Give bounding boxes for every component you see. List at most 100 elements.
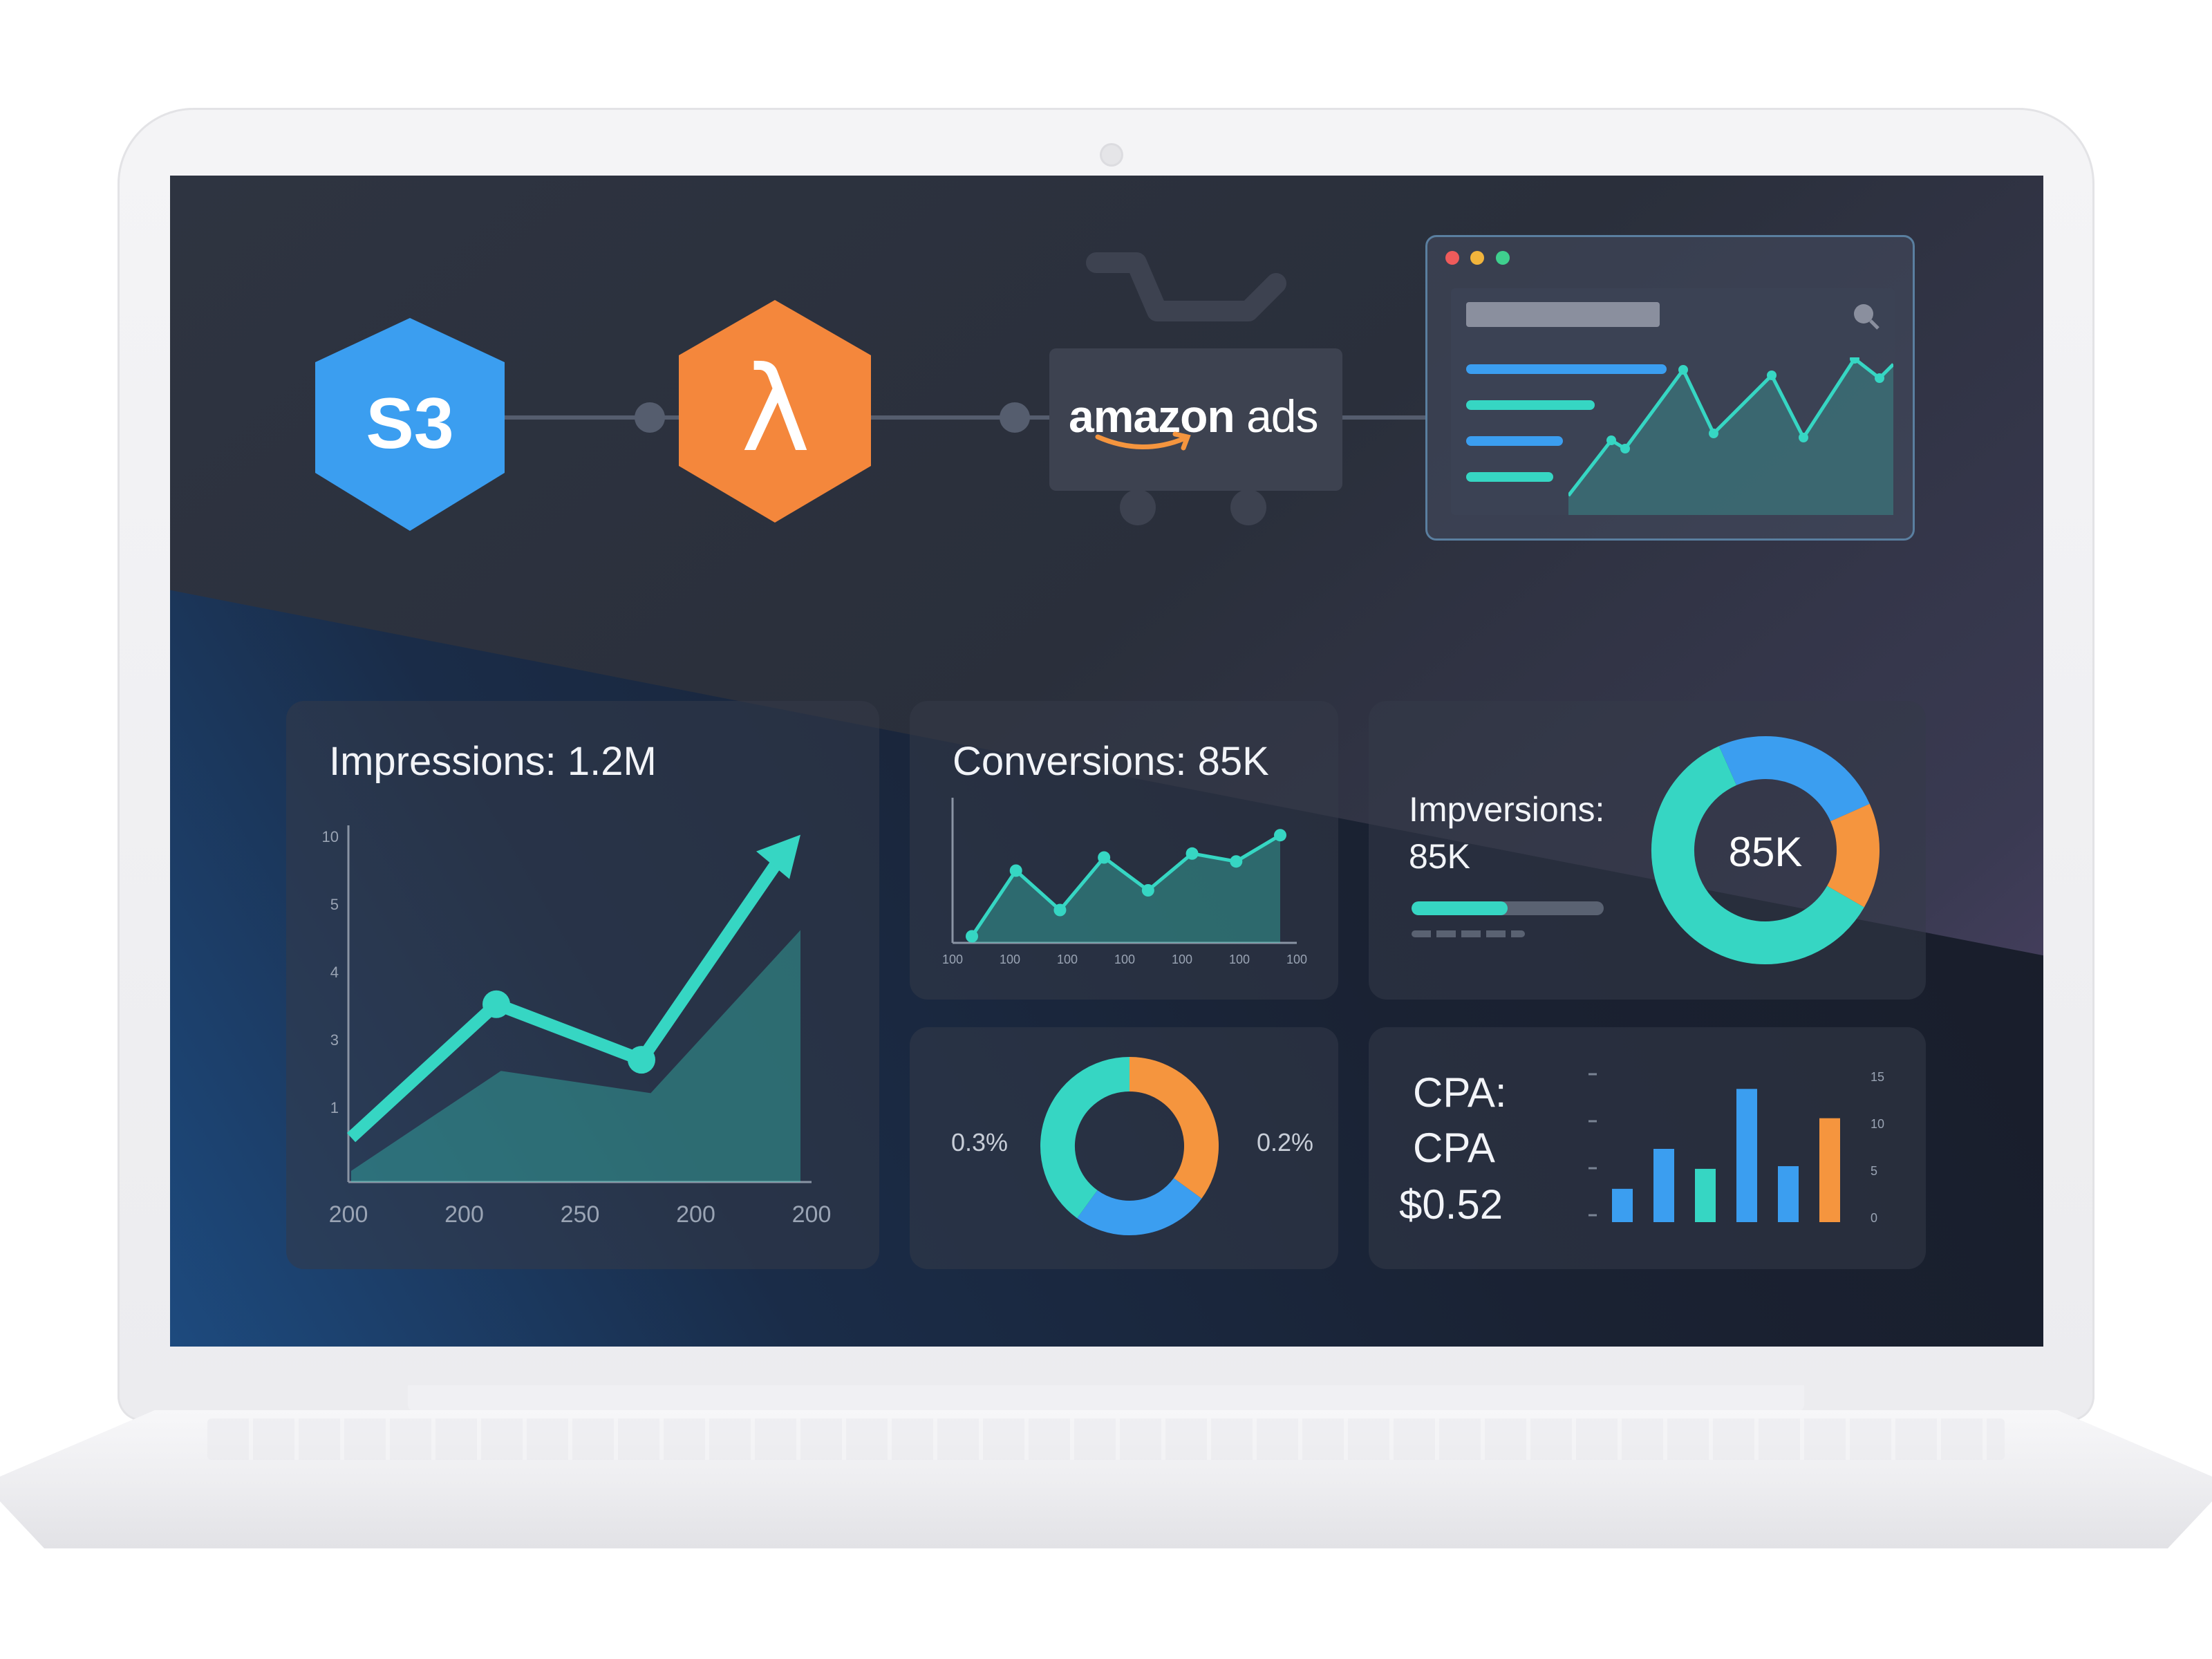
cpa-card[interactable]: CPA: CPA $0.52 0 5 10 15 <box>1369 1027 1926 1269</box>
cpa-bar <box>1695 1168 1716 1222</box>
maximize-dot-icon <box>1495 251 1510 265</box>
rate-left-label: 0.3% <box>951 1128 1009 1156</box>
impressions-area-series <box>351 930 800 1182</box>
impversions-donut-slice <box>1826 803 1880 908</box>
search-icon <box>1854 304 1880 330</box>
impversions-donut-label: 85K <box>1728 829 1803 875</box>
impversions-donut <box>1651 736 1880 964</box>
conversions-card[interactable]: Conversions: 85K 100 100 100 100 100 100 100 <box>910 701 1338 1000</box>
impressions-card[interactable]: Impressions: 1.2M 200 200 250 200 200 1 3 4 5 10 <box>286 701 879 1269</box>
impversions-value: 85K <box>1409 837 1470 876</box>
impressions-point <box>482 990 510 1018</box>
impressions-point <box>628 1046 655 1074</box>
window-controls <box>1445 251 1510 268</box>
content-line <box>1466 472 1553 482</box>
rates-donut-slice <box>1040 1057 1130 1219</box>
webcam <box>1102 145 1121 165</box>
conversions-area <box>972 835 1280 943</box>
cpa-bar <box>1653 1149 1674 1222</box>
rates-donut <box>1040 1057 1219 1235</box>
impversions-progress-track <box>1412 901 1604 915</box>
amazon-brand: amazon <box>1069 391 1235 442</box>
close-dot-icon <box>1445 251 1459 265</box>
conversions-x-tick: 100 <box>1114 953 1135 966</box>
impressions-line-series <box>346 845 792 1143</box>
shopping-cart-icon <box>1086 252 1286 525</box>
conversions-x-tick: 100 <box>1286 953 1307 966</box>
dashboard-screen: S3 λ amazon ads <box>170 176 2043 1347</box>
s3-label: S3 <box>366 384 454 464</box>
cpa-y-tick: 10 <box>1871 1117 1884 1131</box>
conversions-line-series <box>970 834 1282 937</box>
cpa-bar <box>1612 1188 1633 1222</box>
impressions-y-tick: 3 <box>330 1031 339 1049</box>
conversions-point <box>966 930 978 943</box>
browser-content <box>1451 288 1895 515</box>
keyboard <box>207 1418 2005 1460</box>
impressions-x-tick: 200 <box>329 1201 368 1228</box>
impversions-title: Impversions: <box>1409 790 1605 829</box>
rates-donut-slice <box>1129 1057 1219 1199</box>
browser-mini-chart <box>1568 357 1893 515</box>
impressions-y-tick: 10 <box>322 828 339 845</box>
amazon-ads-box[interactable] <box>1049 348 1342 491</box>
laptop-hinge <box>408 1385 1804 1412</box>
pipeline-diagram <box>315 252 1425 531</box>
cpa-bar <box>1778 1166 1799 1222</box>
conversions-title: Conversions: 85K <box>953 739 1269 784</box>
content-line <box>1466 436 1563 446</box>
impversions-donut-slice <box>1651 746 1864 964</box>
conversions-x-tick: 100 <box>1000 953 1020 966</box>
conversions-point <box>1185 847 1199 860</box>
conversions-point <box>1053 903 1067 917</box>
cpa-bar-chart: 0 5 10 15 <box>1588 1070 1884 1225</box>
amazon-suffix: ads <box>1246 391 1318 442</box>
impressions-x-tick: 200 <box>792 1201 832 1228</box>
s3-hexagon-icon[interactable] <box>315 318 505 531</box>
conversions-point <box>1230 855 1243 868</box>
impressions-title: Impressions: 1.2M <box>329 739 657 784</box>
impressions-x-tick: 200 <box>444 1201 484 1228</box>
rates-donut-slice <box>1077 1177 1202 1235</box>
cpa-label: CPA: <box>1413 1069 1507 1116</box>
impressions-y-tick: 1 <box>330 1099 339 1116</box>
content-line <box>1466 364 1667 374</box>
cpa-y-tick: 15 <box>1871 1070 1884 1084</box>
impressions-chart: 200 200 250 200 200 1 3 4 5 10 <box>322 825 832 1228</box>
conversions-x-tick: 100 <box>942 953 963 966</box>
cpa-bar <box>1736 1089 1757 1222</box>
cpa-y-tick: 5 <box>1871 1164 1877 1178</box>
search-bar <box>1466 302 1660 327</box>
connector-dot <box>1000 402 1030 433</box>
amazon-ads-logo: amazon ads <box>1069 390 1331 442</box>
impressions-x-tick: 250 <box>561 1201 600 1228</box>
conversions-point <box>1141 884 1154 897</box>
rate-right-label: 0.2% <box>1257 1128 1314 1156</box>
lambda-hexagon-icon[interactable] <box>679 300 871 523</box>
conversions-chart: 100 100 100 100 100 100 100 <box>942 798 1307 966</box>
cpa-bar <box>1819 1118 1840 1222</box>
impressions-y-tick: 5 <box>330 896 339 913</box>
conversions-x-tick: 100 <box>1057 953 1078 966</box>
impressions-x-tick: 200 <box>676 1201 715 1228</box>
impversions-caption <box>1412 930 1525 937</box>
conversions-x-tick: 100 <box>1229 953 1250 966</box>
conversions-point <box>1009 864 1022 877</box>
cpa-y-tick: 0 <box>1871 1211 1877 1225</box>
rates-card[interactable]: 0.3% 0.2% <box>910 1027 1338 1269</box>
lambda-label: λ <box>740 341 811 478</box>
conversions-point <box>1274 829 1286 842</box>
impversions-progress-fill <box>1412 901 1508 915</box>
conversions-point <box>1098 851 1111 864</box>
impversions-donut-slice <box>1718 736 1870 822</box>
amazon-smile-icon <box>1095 431 1191 451</box>
impversions-card[interactable]: Impversions: 85K 85K <box>1369 701 1926 1000</box>
conversions-x-tick: 100 <box>1172 953 1192 966</box>
minimize-dot-icon <box>1470 251 1485 265</box>
trend-arrow-icon <box>756 834 800 879</box>
browser-window-icon <box>1425 235 1915 541</box>
impressions-y-tick: 4 <box>330 964 339 981</box>
content-line <box>1466 400 1595 410</box>
cpa-sublabel: CPA <box>1413 1125 1495 1171</box>
cpa-value: $0.52 <box>1399 1181 1503 1228</box>
